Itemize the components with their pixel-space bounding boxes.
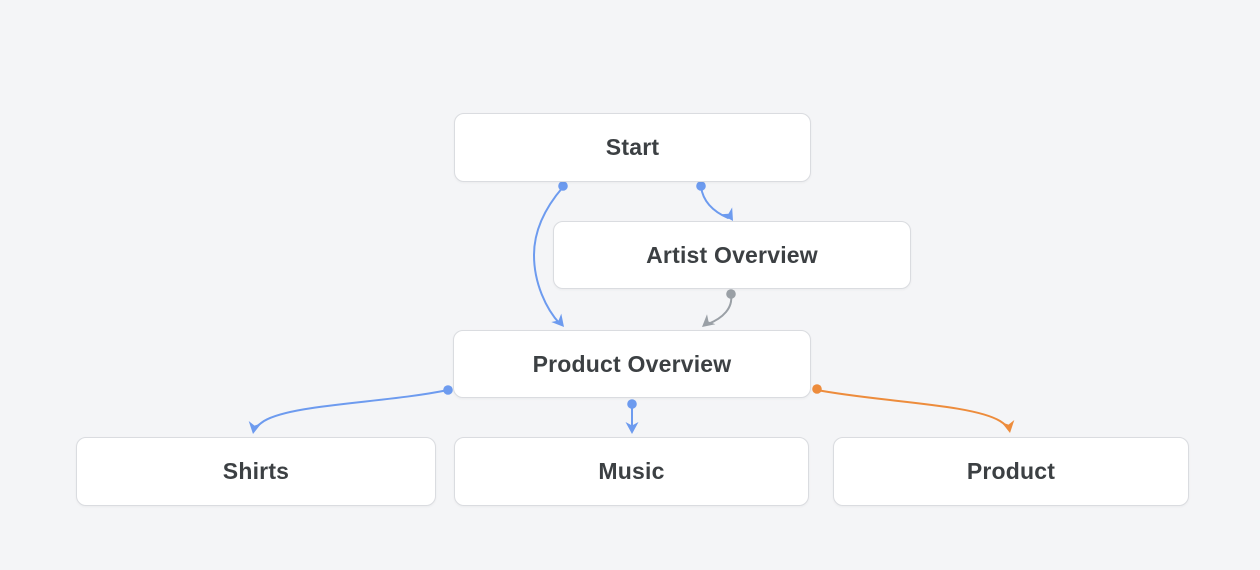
node-music-label: Music — [598, 458, 665, 484]
node-artist-overview[interactable]: Artist Overview — [553, 221, 911, 289]
edge-product-overview-to-shirts[interactable] — [247, 385, 453, 435]
edge-product-overview-to-product[interactable] — [812, 384, 1016, 434]
node-shirts-label: Shirts — [222, 458, 290, 484]
edge-arrowhead-icon — [1001, 420, 1015, 433]
edge-product-overview-to-music[interactable] — [625, 399, 639, 434]
edge-arrowhead-icon — [702, 314, 716, 327]
node-shirts[interactable]: Shirts — [76, 437, 436, 506]
node-start[interactable]: Start — [454, 113, 811, 182]
edge-source-dot — [726, 289, 736, 299]
node-product-overview-label: Product Overview — [532, 350, 732, 377]
edge-path — [700, 186, 729, 219]
edge-source-dot — [627, 399, 637, 409]
edge-path — [532, 186, 564, 325]
node-product[interactable]: Product — [833, 437, 1189, 506]
node-music[interactable]: Music — [454, 437, 809, 506]
edge-start-to-artist-overview[interactable] — [696, 181, 738, 224]
edge-arrowhead-icon — [551, 313, 564, 327]
edge-path — [816, 389, 1010, 431]
edge-arrowhead-icon — [248, 421, 262, 434]
edge-source-dot — [558, 181, 568, 191]
node-artist-overview-label: Artist Overview — [646, 241, 818, 268]
edge-start-to-product-overview[interactable] — [532, 181, 569, 331]
edge-artist-overview-to-product-overview[interactable] — [698, 289, 736, 332]
edge-source-dot — [443, 385, 453, 395]
edge-arrowhead-icon — [721, 207, 733, 221]
node-product-label: Product — [966, 458, 1056, 484]
node-product-overview[interactable]: Product Overview — [453, 330, 811, 398]
edge-path — [707, 294, 733, 325]
edge-arrowhead-icon — [625, 422, 639, 434]
edge-source-dot — [812, 384, 822, 394]
node-start-label: Start — [605, 134, 660, 160]
edge-path — [253, 389, 449, 431]
edge-source-dot — [696, 181, 706, 191]
